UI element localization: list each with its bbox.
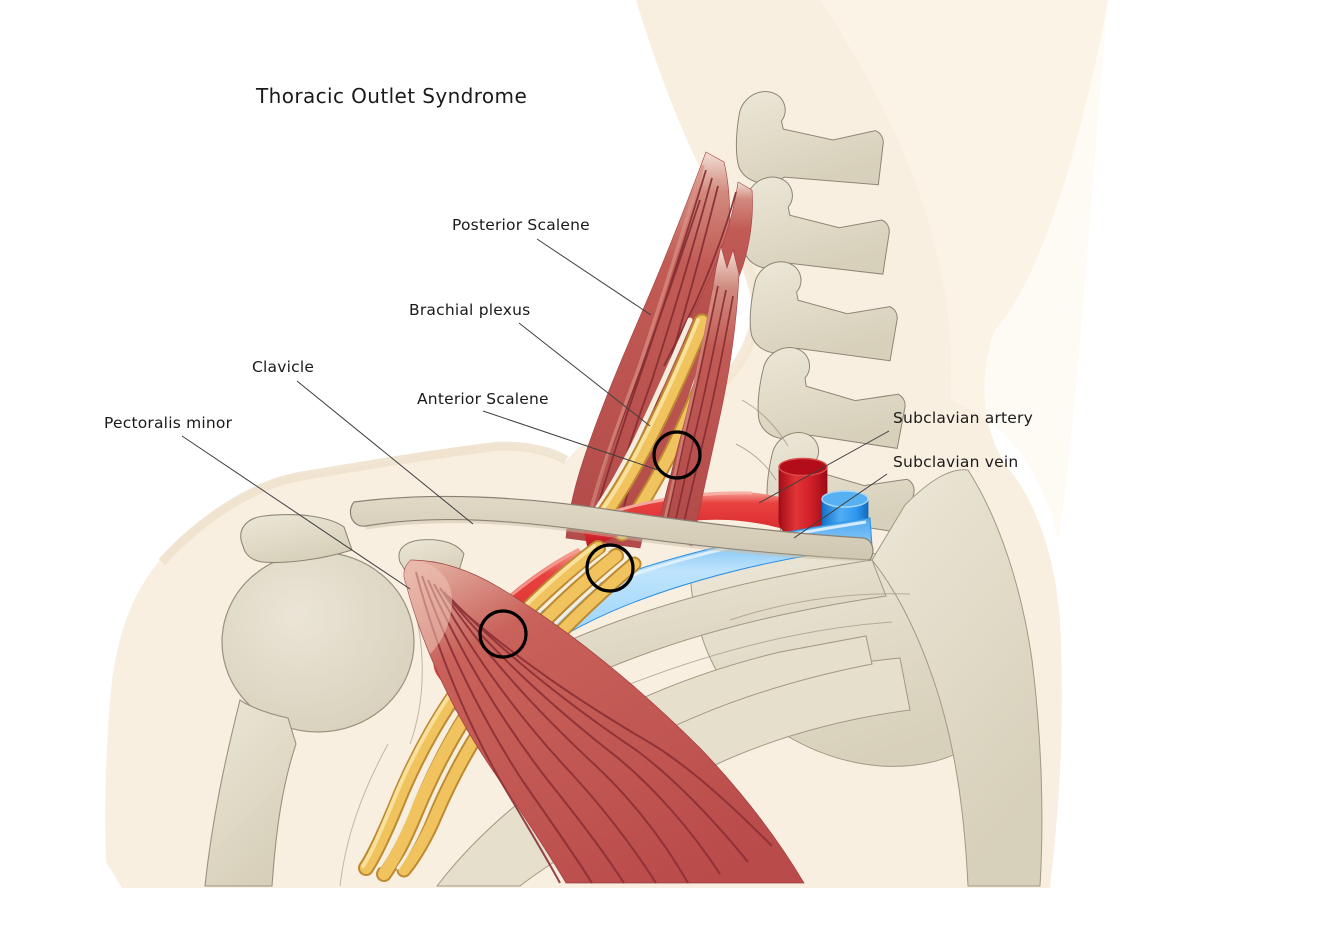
pectoralis-minor-fibers — [415, 571, 773, 884]
leader-clavicle — [296, 380, 474, 525]
humerus-shaft-bone — [204, 699, 297, 887]
leader-subclavian-artery — [758, 430, 890, 504]
leader-pectoralis-minor — [181, 435, 411, 590]
label-subclavian-artery: Subclavian artery — [893, 409, 1033, 427]
skin-highlight — [820, 0, 1108, 540]
leader-lines — [181, 238, 890, 590]
posterior-scalene-highlight — [586, 164, 705, 521]
transverse-process-lines — [735, 399, 789, 481]
diagram-title: Thoracic Outlet Syndrome — [255, 84, 527, 108]
leader-posterior-scalene — [536, 238, 652, 316]
acromion-bone — [240, 514, 353, 564]
label-posterior-scalene: Posterior Scalene — [452, 216, 590, 234]
leader-brachial-plexus — [518, 322, 651, 427]
rib-outline-arcs — [619, 593, 911, 689]
marker-costoclavicular-circle — [585, 543, 635, 593]
compression-markers — [478, 430, 702, 659]
label-subclavian-vein: Subclavian vein — [893, 453, 1018, 471]
pectoralis-minor-highlight — [403, 560, 452, 654]
marker-pectoralis-minor-circle — [478, 609, 528, 659]
humeral-head-bone — [221, 551, 415, 733]
labels: Thoracic Outlet Syndrome Posterior Scale… — [104, 84, 1033, 471]
leader-anterior-scalene — [482, 410, 659, 471]
pectoralis-minor-muscle — [403, 559, 805, 884]
posterior-scalene-muscle — [565, 151, 753, 549]
shoulder-contour-shade — [158, 441, 569, 566]
leader-subclavian-vein — [793, 473, 888, 539]
label-pectoralis-minor: Pectoralis minor — [104, 414, 233, 432]
marker-scalene-triangle-circle — [652, 430, 702, 480]
label-anterior-scalene: Anterior Scalene — [417, 390, 549, 408]
label-brachial-plexus: Brachial plexus — [409, 301, 530, 319]
label-clavicle: Clavicle — [252, 358, 314, 376]
